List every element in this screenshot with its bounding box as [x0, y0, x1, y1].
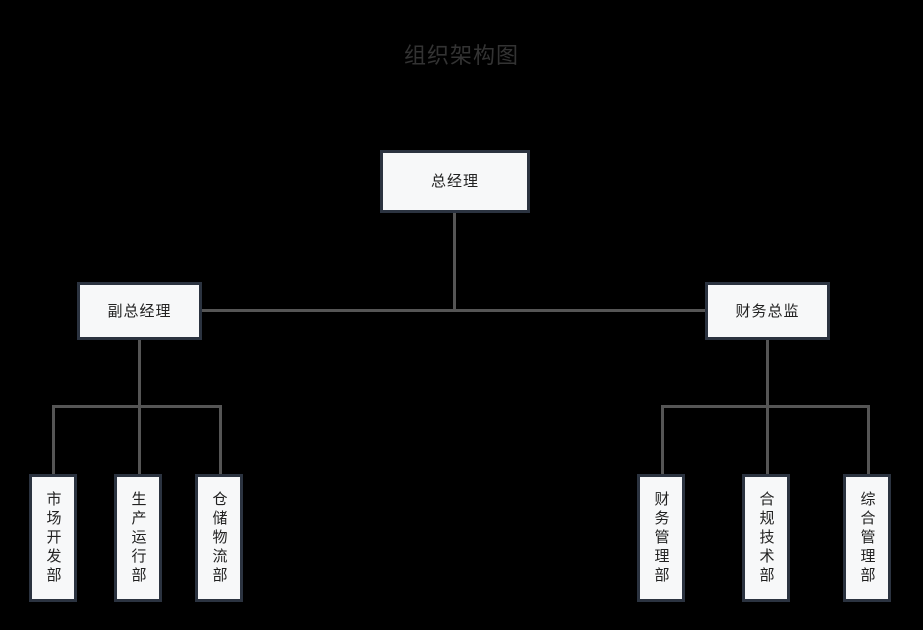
connector-left-bus [52, 405, 222, 408]
connector-right-stem [766, 340, 769, 408]
node-label: 总经理 [430, 172, 479, 191]
node-label: 市场开发部 [44, 490, 63, 586]
node-label: 仓储物流部 [210, 490, 229, 586]
node-label: 副总经理 [107, 301, 172, 320]
node-finance-director[interactable]: 财务总监 [705, 282, 830, 340]
connector-left-drop-2 [138, 405, 141, 475]
node-financial-management-dept[interactable]: 财务管理部 [637, 474, 685, 602]
node-compliance-technology-dept[interactable]: 合规技术部 [742, 474, 790, 602]
connector-left-drop-3 [219, 405, 222, 475]
node-general-manager[interactable]: 总经理 [380, 150, 530, 213]
node-production-operations-dept[interactable]: 生产运行部 [114, 474, 162, 602]
node-general-affairs-dept[interactable]: 综合管理部 [843, 474, 891, 602]
connector-level2-bus [202, 309, 706, 312]
connector-right-drop-1 [661, 405, 664, 475]
node-label: 综合管理部 [858, 490, 877, 586]
node-label: 合规技术部 [757, 490, 776, 586]
connector-root-stem [453, 213, 456, 311]
node-label: 生产运行部 [129, 490, 148, 586]
connector-right-drop-3 [867, 405, 870, 475]
node-label: 财务管理部 [652, 490, 671, 586]
connector-right-drop-2 [766, 405, 769, 475]
connector-right-bus [661, 405, 870, 408]
connector-left-stem [138, 340, 141, 408]
page-title: 组织架构图 [403, 44, 519, 69]
connector-left-drop-1 [52, 405, 55, 475]
node-deputy-general-manager[interactable]: 副总经理 [77, 282, 202, 340]
node-market-development-dept[interactable]: 市场开发部 [29, 474, 77, 602]
node-warehousing-logistics-dept[interactable]: 仓储物流部 [195, 474, 243, 602]
node-label: 财务总监 [735, 301, 800, 320]
